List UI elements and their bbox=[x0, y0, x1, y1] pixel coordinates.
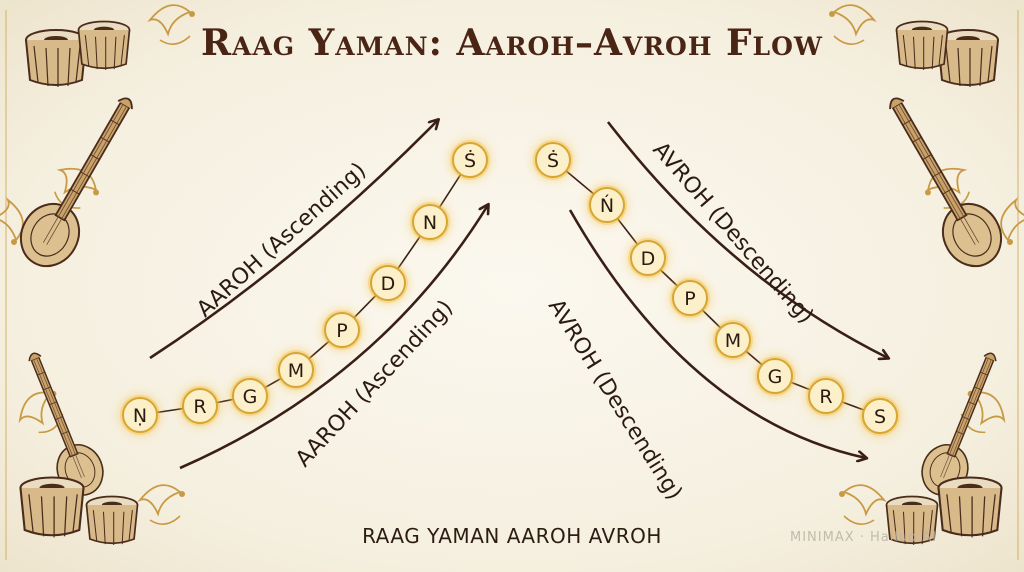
note-label: R bbox=[819, 386, 832, 408]
note-label: Ṇ bbox=[133, 405, 147, 427]
note-label: G bbox=[768, 366, 783, 388]
note-label: Ṡ bbox=[464, 149, 476, 172]
note-label: R bbox=[193, 396, 206, 418]
note-node-aaroh-7: Ṡ bbox=[450, 140, 490, 180]
floral-ornament-icon bbox=[0, 4, 1024, 561]
note-node-aaroh-3: M bbox=[276, 350, 316, 390]
note-node-avroh-0: Ṡ bbox=[533, 140, 573, 180]
aaroh-label-top: AAROH (Ascending) bbox=[192, 158, 371, 323]
note-node-avroh-7: S bbox=[860, 396, 900, 436]
note-node-aaroh-2: G bbox=[230, 376, 270, 416]
note-label: M bbox=[288, 360, 304, 382]
note-node-avroh-5: G bbox=[755, 356, 795, 396]
note-node-aaroh-0: Ṇ bbox=[120, 395, 160, 435]
note-node-avroh-4: M bbox=[713, 320, 753, 360]
footer-caption: RAAG YAMAN AAROH AVROH bbox=[362, 524, 662, 548]
note-node-aaroh-6: N bbox=[410, 202, 450, 242]
avroh-note-chain: Ṡ Ń D P M G R S bbox=[533, 140, 900, 436]
note-label: D bbox=[641, 248, 656, 270]
note-node-aaroh-4: P bbox=[322, 310, 362, 350]
note-node-avroh-6: R bbox=[806, 376, 846, 416]
note-label: N bbox=[423, 212, 437, 234]
aaroh-note-chain: Ṇ R G M P D N Ṡ bbox=[120, 140, 490, 435]
note-label: M bbox=[725, 330, 741, 352]
avroh-arrow-top bbox=[606, 121, 888, 358]
avroh-arrow-bottom bbox=[568, 209, 866, 458]
note-label: P bbox=[684, 288, 695, 310]
aaroh-arrow-top bbox=[149, 120, 438, 360]
aaroh-arrow-bottom bbox=[179, 205, 488, 470]
note-label: G bbox=[243, 386, 258, 408]
note-node-aaroh-5: D bbox=[368, 263, 408, 303]
note-node-avroh-1: Ń bbox=[587, 185, 627, 225]
note-label: P bbox=[336, 320, 347, 342]
note-label: Ṡ bbox=[547, 149, 559, 172]
aaroh-label-bottom: AAROH (Ascending) bbox=[291, 296, 458, 473]
note-label: Ń bbox=[600, 194, 614, 217]
note-node-aaroh-1: R bbox=[180, 386, 220, 426]
page-title: Raag Yaman: Aaroh–Avroh Flow bbox=[201, 22, 823, 64]
sitar-icon bbox=[8, 84, 154, 278]
sitar-icon bbox=[868, 84, 1014, 278]
note-label: S bbox=[874, 406, 886, 428]
note-node-avroh-3: P bbox=[670, 278, 710, 318]
avroh-label-bottom: AVROH (Descending) bbox=[543, 295, 687, 505]
note-label: D bbox=[381, 273, 396, 295]
note-node-avroh-2: D bbox=[628, 238, 668, 278]
watermark: MINIMAX · Hailuo AI bbox=[790, 530, 938, 545]
